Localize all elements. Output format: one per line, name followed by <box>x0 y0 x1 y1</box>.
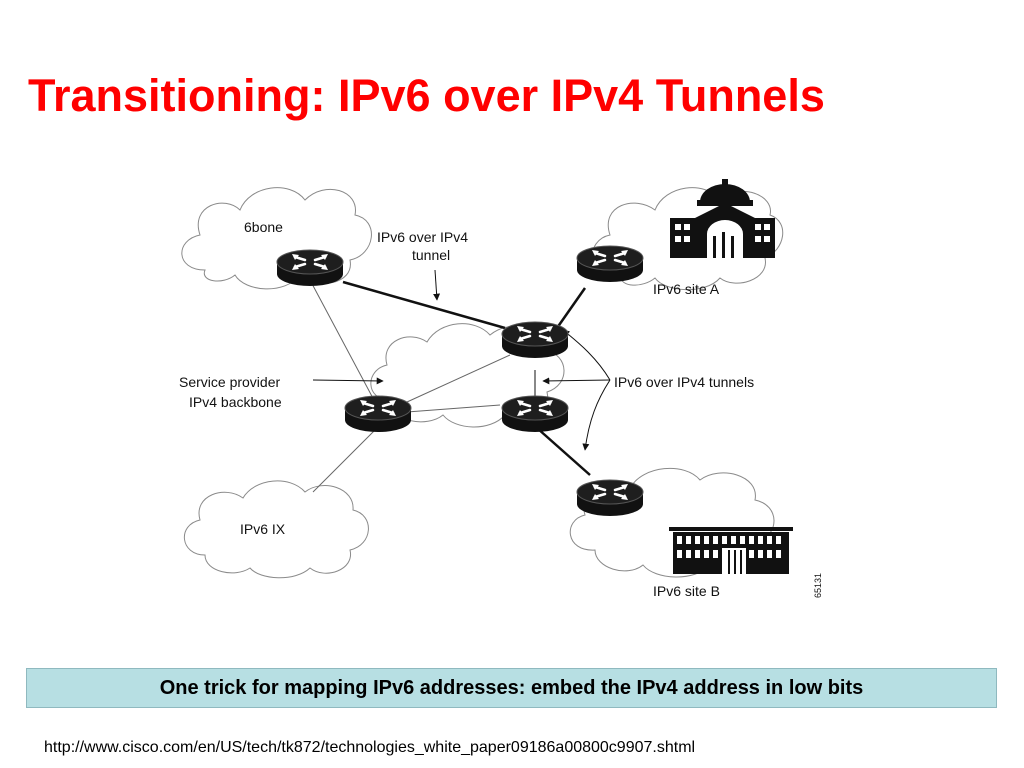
label-tunnel-line1: IPv6 over IPv4 <box>377 229 468 245</box>
router-core-right <box>500 394 570 434</box>
label-tunnels: IPv6 over IPv4 tunnels <box>614 374 754 390</box>
callout-box: One trick for mapping IPv6 addresses: em… <box>26 668 997 708</box>
network-diagram: 6bone IPv6 over IPv4 tunnel IPv6 site A … <box>179 179 823 599</box>
label-ipv6-ix: IPv6 IX <box>240 521 286 537</box>
figure-id: 65131 <box>813 573 823 598</box>
slide-title: Transitioning: IPv6 over IPv4 Tunnels <box>28 70 825 121</box>
label-backbone-line2: IPv4 backbone <box>189 394 282 410</box>
router-6bone <box>275 248 345 288</box>
source-url: http://www.cisco.com/en/US/tech/tk872/te… <box>44 739 696 756</box>
label-ipv6-site-b: IPv6 site B <box>653 583 720 599</box>
label-backbone-line1: Service provider <box>179 374 280 390</box>
office-building-icon <box>669 527 793 574</box>
router-site-b <box>575 478 645 518</box>
callout-text: One trick for mapping IPv6 addresses: em… <box>159 676 864 699</box>
router-site-a <box>575 244 645 284</box>
capitol-building-icon <box>670 179 775 258</box>
router-core-top <box>500 320 570 360</box>
cloud-ipv6-ix <box>183 480 369 579</box>
label-tunnel-line2: tunnel <box>412 247 450 263</box>
label-6bone: 6bone <box>244 219 283 235</box>
label-ipv6-site-a: IPv6 site A <box>653 281 720 297</box>
router-core-left <box>343 394 413 434</box>
